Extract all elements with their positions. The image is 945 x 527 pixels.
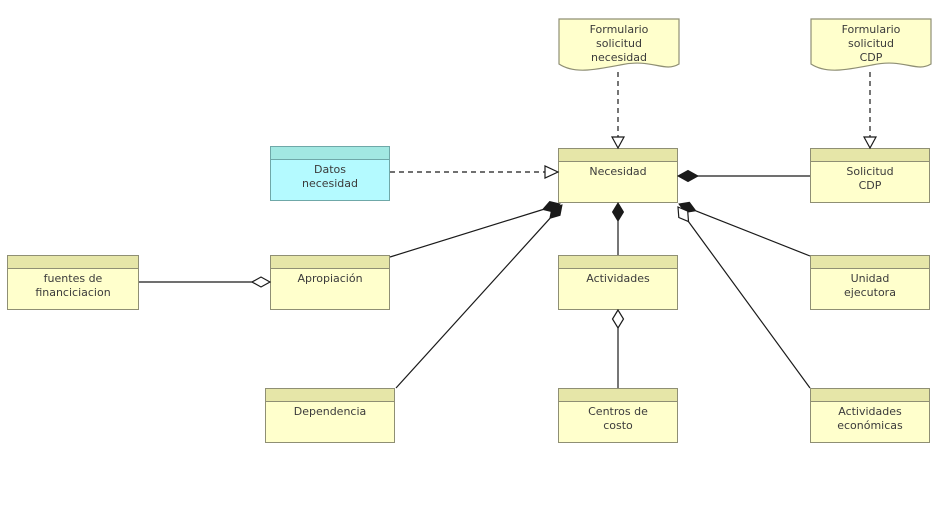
edge-centros-actividades[interactable]: [611, 308, 625, 388]
class-header-band: [271, 256, 389, 269]
class-header-band: [559, 149, 677, 162]
filled-diamond-marker: [678, 201, 697, 214]
class-actividades-economicas[interactable]: Actividades económicas: [810, 388, 930, 443]
edge-unidad-necesidad[interactable]: [678, 201, 811, 257]
class-label: Actividades económicas: [837, 405, 903, 432]
edge-fuentes-apropiacion[interactable]: [139, 276, 272, 288]
class-header-band: [811, 149, 929, 162]
class-label: Actividades: [586, 272, 650, 285]
class-apropiacion[interactable]: Apropiación: [270, 255, 390, 310]
document-shape-icon: [558, 18, 680, 71]
edge-dependencia-necesidad[interactable]: [395, 204, 563, 389]
edge-datos-necesidad[interactable]: [390, 165, 560, 179]
filled-diamond-marker: [611, 202, 625, 222]
edge-formulario-necesidad[interactable]: [610, 72, 626, 150]
class-unidad-ejecutora[interactable]: Unidad ejecutora: [810, 255, 930, 310]
class-solicitud-cdp[interactable]: Solicitud CDP: [810, 148, 930, 203]
note-formulario-solicitud-cdp[interactable]: Formulario solicitud CDP: [810, 18, 932, 80]
filled-diamond-marker: [549, 204, 563, 220]
note-label: Formulario solicitud CDP: [841, 23, 901, 64]
filled-diamond-marker: [541, 200, 561, 213]
filled-diamond-marker: [676, 169, 700, 183]
class-actividades[interactable]: Actividades: [558, 255, 678, 310]
edge-formulario-solicitud-cdp[interactable]: [862, 72, 878, 150]
class-fuentes-de-financiciacion[interactable]: fuentes de financiciacion: [7, 255, 139, 310]
document-shape-icon: [810, 18, 932, 71]
note-formulario-solicitud-necesidad[interactable]: Formulario solicitud necesidad: [558, 18, 680, 80]
class-dependencia[interactable]: Dependencia: [265, 388, 395, 443]
class-header-band: [8, 256, 138, 269]
class-label: Dependencia: [293, 405, 367, 418]
class-header-band: [559, 256, 677, 269]
open-triangle-marker: [862, 136, 878, 150]
class-necesidad[interactable]: Necesidad: [558, 148, 678, 203]
class-label: fuentes de financiciacion: [35, 272, 111, 299]
class-label: Datos necesidad: [301, 163, 359, 190]
class-datos-necesidad[interactable]: Datos necesidad: [270, 146, 390, 201]
class-label: Necesidad: [589, 165, 647, 178]
edge-apropiacion-necesidad[interactable]: [389, 200, 561, 258]
class-label: Apropiación: [297, 272, 363, 285]
class-header-band: [559, 389, 677, 402]
edge-actividades-necesidad[interactable]: [611, 202, 625, 255]
class-header-band: [271, 147, 389, 160]
class-label: Solicitud CDP: [846, 165, 894, 192]
note-label: Formulario solicitud necesidad: [589, 23, 649, 64]
open-triangle-marker: [544, 165, 560, 179]
edge-actividades-economicas-necesidad[interactable]: [677, 206, 811, 389]
open-diamond-marker: [677, 206, 690, 223]
class-label: Centros de costo: [588, 405, 648, 432]
class-header-band: [266, 389, 394, 402]
class-centros-de-costo[interactable]: Centros de costo: [558, 388, 678, 443]
open-diamond-marker: [250, 276, 272, 288]
open-diamond-marker: [611, 308, 625, 330]
edge-solicitud-cdp-necesidad[interactable]: [676, 169, 810, 183]
class-header-band: [811, 389, 929, 402]
class-label: Unidad ejecutora: [844, 272, 896, 299]
open-triangle-marker: [610, 136, 626, 150]
class-header-band: [811, 256, 929, 269]
